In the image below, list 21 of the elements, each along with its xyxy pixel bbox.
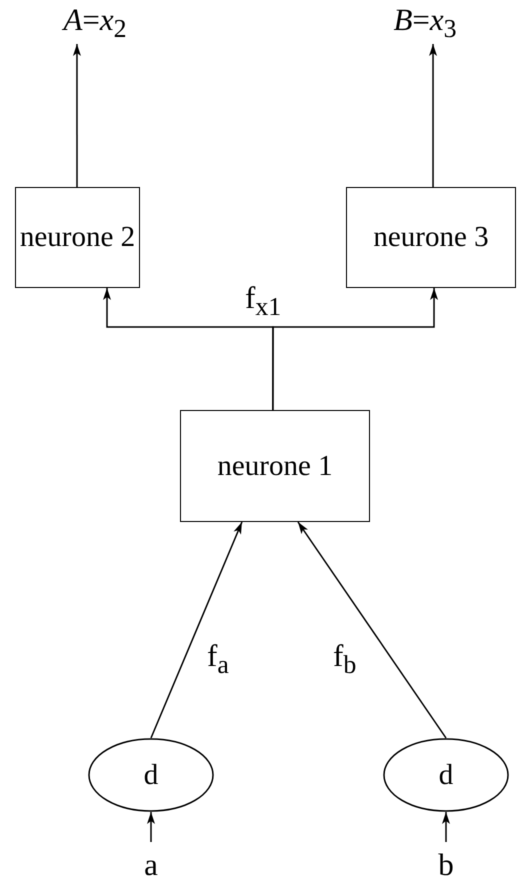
arrow xyxy=(442,812,450,842)
neuron-box xyxy=(346,187,516,288)
node-text: neurone 1 xyxy=(217,450,333,482)
node-text: d xyxy=(438,758,454,792)
arrow xyxy=(429,44,438,187)
output-label: b xyxy=(438,846,454,882)
arrow xyxy=(147,812,155,842)
ellipse-node xyxy=(383,738,509,812)
arrow xyxy=(150,522,243,738)
arrow xyxy=(272,288,438,410)
output-label: B=x$_{3}$ xyxy=(393,2,457,44)
arrow xyxy=(297,522,447,738)
node-text: neurone 3 xyxy=(373,221,489,254)
ellipse-node xyxy=(88,738,214,812)
neuron-box xyxy=(180,410,370,522)
output-label: a xyxy=(144,846,158,882)
neuron-box xyxy=(15,187,140,288)
arrow xyxy=(72,44,81,187)
node-text: neurone 2 xyxy=(20,221,136,254)
node-text: d xyxy=(144,758,158,792)
output-label: A=x$_{2}$ xyxy=(63,2,127,44)
